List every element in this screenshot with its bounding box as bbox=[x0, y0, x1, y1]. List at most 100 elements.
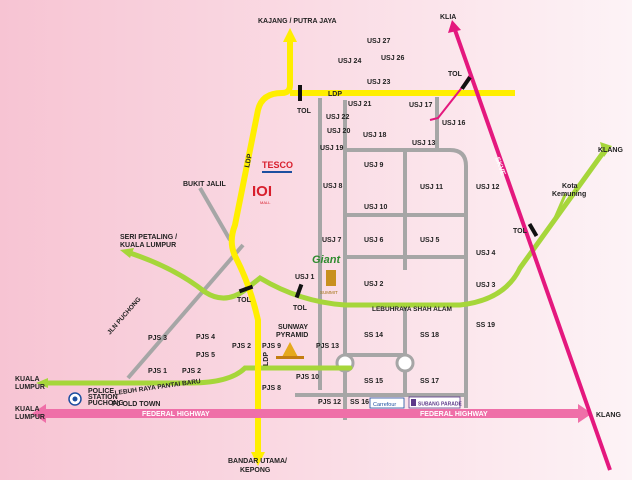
area-ss16: SS 16 bbox=[350, 399, 369, 406]
dest-klang-top: KLANG bbox=[598, 147, 623, 154]
area-usj10: USJ 10 bbox=[364, 204, 387, 211]
area-pjs2b: PJS 2 bbox=[182, 368, 201, 375]
area-ss18: SS 18 bbox=[420, 332, 439, 339]
federal-right-label: FEDERAL HIGHWAY bbox=[420, 411, 488, 418]
area-usj23: USJ 23 bbox=[367, 79, 390, 86]
area-usj22: USJ 22 bbox=[326, 114, 349, 121]
area-usj27: USJ 27 bbox=[367, 38, 390, 45]
ss18-roundabout bbox=[395, 353, 415, 373]
toll-label-skve-north: TOL bbox=[448, 71, 463, 78]
area-ss17: SS 17 bbox=[420, 378, 439, 385]
area-usj9: USJ 9 bbox=[364, 162, 384, 169]
ldp-top-label: LDP bbox=[328, 91, 342, 98]
sunway-line-2: PYRAMID bbox=[276, 332, 308, 339]
pantai-baru-arrowhead bbox=[36, 378, 48, 388]
dest-kl-mid-1: KUALA bbox=[15, 376, 40, 383]
police-line-3: PUCHONG bbox=[88, 400, 124, 407]
summit-text: SUMMIT bbox=[320, 290, 338, 295]
area-usj3: USJ 3 bbox=[476, 282, 496, 289]
subang-parade-text: SUBANG PARADE bbox=[418, 402, 462, 408]
klia-arrowhead bbox=[448, 20, 461, 33]
landmark-sunway-pyramid: SUNWAY PYRAMID bbox=[276, 324, 308, 359]
toll-label-skve-south: TOL bbox=[513, 228, 528, 235]
dest-bandar-utama-1: BANDAR UTAMA/ bbox=[228, 458, 287, 465]
dest-seri-petaling-1: SERI PETALING / bbox=[120, 234, 177, 241]
shah-alam-label: LEBUHRAYA SHAH ALAM bbox=[372, 306, 452, 313]
area-usj21: USJ 21 bbox=[348, 101, 371, 108]
klang-top-arrowhead bbox=[600, 142, 612, 157]
area-usj12: USJ 12 bbox=[476, 184, 499, 191]
green-roads bbox=[42, 147, 608, 386]
area-pj-old-town: PJ OLD TOWN bbox=[112, 401, 160, 408]
bandar-utama-arrowhead bbox=[251, 452, 265, 466]
dest-kl-bot-1: KUALA bbox=[15, 406, 40, 413]
landmark-tesco: TESCO bbox=[262, 160, 293, 173]
dest-kota-kemuning-1: Kota bbox=[562, 183, 578, 190]
area-usj13: USJ 13 bbox=[412, 140, 435, 147]
area-ss19: SS 19 bbox=[476, 322, 495, 329]
area-labels: USJ 27 USJ 26 USJ 24 USJ 23 USJ 21 USJ 2… bbox=[112, 38, 499, 408]
ioi-logo-sub: MALL bbox=[260, 200, 271, 205]
ldp-left-label: LDP bbox=[244, 153, 254, 168]
kajang-arrowhead bbox=[283, 28, 297, 42]
dest-bandar-utama-2: KEPONG bbox=[240, 467, 271, 474]
area-pjs13: PJS 13 bbox=[316, 343, 339, 350]
area-usj6: USJ 6 bbox=[364, 237, 384, 244]
area-ss14: SS 14 bbox=[364, 332, 383, 339]
dest-kajang: KAJANG / PUTRA JAYA bbox=[258, 18, 337, 25]
carrefour-text: Carrefour bbox=[373, 402, 396, 408]
landmark-subang-parade: SUBANG PARADE bbox=[408, 396, 462, 409]
federal-left-label: FEDERAL HIGHWAY bbox=[142, 411, 210, 418]
lebuh-raya-pantai-baru bbox=[42, 365, 353, 386]
area-pjs8: PJS 8 bbox=[262, 385, 281, 392]
toll-bars bbox=[238, 76, 539, 299]
lebuhraya-shah-alam bbox=[127, 147, 608, 308]
dest-klia: KLIA bbox=[440, 14, 456, 21]
sunway-line-1: SUNWAY bbox=[278, 324, 308, 331]
ldp-bottom-label: LDP bbox=[263, 352, 270, 366]
area-usj17: USJ 17 bbox=[409, 102, 432, 109]
pyramid-base-icon bbox=[276, 356, 304, 359]
kota-kemuning-link bbox=[553, 193, 567, 220]
area-usj26: USJ 26 bbox=[381, 55, 404, 62]
area-pjs4: PJS 4 bbox=[196, 334, 215, 341]
toll-label-ldp: TOL bbox=[297, 108, 312, 115]
area-pjs2a: PJS 2 bbox=[232, 343, 251, 350]
area-usj2: USJ 2 bbox=[364, 281, 384, 288]
dest-kota-kemuning-2: Kemuning bbox=[552, 191, 586, 198]
subang-parade-box bbox=[408, 396, 461, 409]
area-ss15: SS 15 bbox=[364, 378, 383, 385]
police-line-2: STATION bbox=[88, 394, 118, 401]
tesco-underline bbox=[262, 171, 292, 173]
area-usj7: USJ 7 bbox=[322, 237, 342, 244]
police-badge-center-icon bbox=[72, 396, 78, 402]
area-usj19: USJ 19 bbox=[320, 145, 343, 152]
ioi-logo-text: IOI bbox=[252, 183, 272, 200]
seri-petaling-arrowhead bbox=[120, 248, 134, 258]
pyramid-icon bbox=[282, 342, 298, 357]
toll-label-ldp-south: TOL bbox=[237, 297, 252, 304]
area-usj18: USJ 18 bbox=[363, 132, 386, 139]
area-pjs9: PJS 9 bbox=[262, 343, 281, 350]
landmark-police-station: POLICE STATION PUCHONG bbox=[68, 388, 124, 407]
dest-bukit-jalil: BUKIT JALIL bbox=[183, 181, 227, 188]
area-pjs10: PJS 10 bbox=[296, 374, 319, 381]
landmark-carrefour: Carrefour bbox=[369, 397, 405, 409]
grey-local-roads bbox=[126, 97, 468, 420]
landmark-ioi-mall: IOI MALL bbox=[252, 183, 272, 205]
dest-seri-petaling-2: KUALA LUMPUR bbox=[120, 242, 176, 249]
giant-logo: Giant bbox=[312, 254, 341, 266]
dest-kl-mid-2: LUMPUR bbox=[15, 384, 45, 391]
area-pjs1: PJS 1 bbox=[148, 368, 167, 375]
area-usj5: USJ 5 bbox=[420, 237, 440, 244]
area-usj20: USJ 20 bbox=[327, 128, 350, 135]
subang-parade-icon bbox=[411, 399, 416, 406]
area-usj16: USJ 16 bbox=[442, 120, 465, 127]
landmark-summit: SUMMIT bbox=[320, 270, 338, 295]
carrefour-box bbox=[369, 397, 405, 409]
dest-klang-bottom: KLANG bbox=[596, 412, 621, 419]
federal-highway bbox=[32, 404, 592, 423]
tesco-logo-text: TESCO bbox=[262, 160, 293, 170]
